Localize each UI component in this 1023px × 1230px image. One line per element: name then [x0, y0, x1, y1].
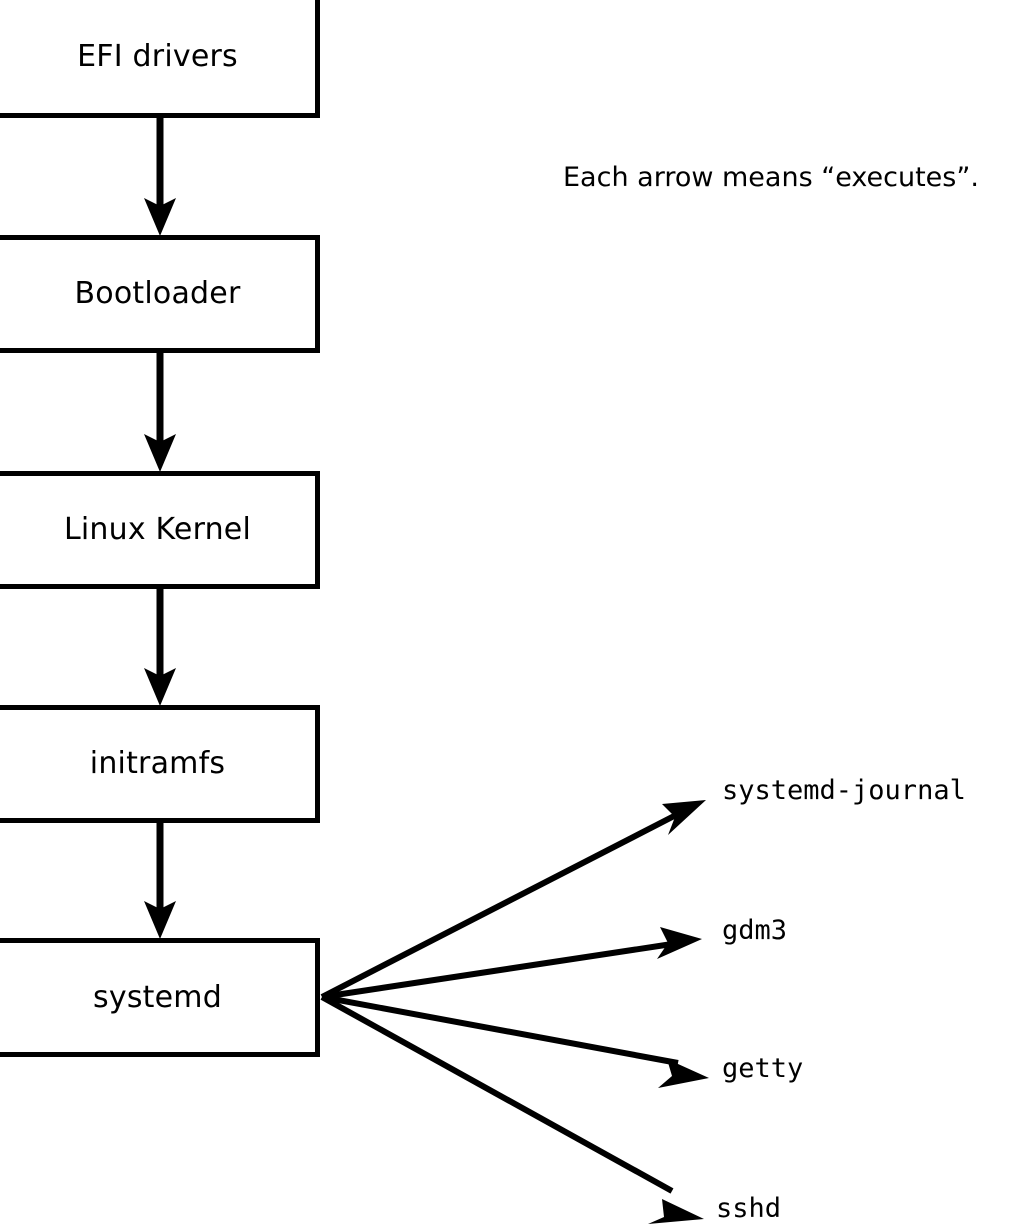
arrow-systemd-to-gdm3 — [321, 927, 702, 1000]
arrow-systemd-to-getty — [321, 994, 709, 1088]
arrow-systemd-to-systemd-journal — [320, 800, 706, 1000]
process-box-label: systemd — [93, 979, 222, 1015]
process-box-efi-drivers[interactable]: EFI drivers — [0, 0, 320, 118]
process-box-label: initramfs — [89, 746, 226, 781]
leaf-label-sshd[interactable]: sshd — [716, 1193, 782, 1224]
arrow-linux-kernel-to-initramfs — [144, 589, 176, 706]
leaf-label-getty[interactable]: getty — [722, 1053, 804, 1084]
legend-note: Each arrow means “executes”. — [563, 162, 979, 193]
arrow-initramfs-to-systemd — [144, 823, 176, 939]
process-box-label: EFI drivers — [77, 38, 238, 74]
arrow-bootloader-to-linux-kernel — [144, 353, 176, 472]
process-box-label: Bootloader — [74, 276, 241, 311]
leaf-label-systemd-journal[interactable]: systemd-journal — [722, 775, 966, 806]
process-box-label: Linux Kernel — [63, 512, 251, 547]
leaf-label-gdm3[interactable]: gdm3 — [722, 915, 788, 946]
arrow-systemd-to-sshd — [320, 994, 704, 1224]
process-box-bootloader[interactable]: Bootloader — [0, 235, 320, 353]
arrow-efi-drivers-to-bootloader — [144, 118, 176, 236]
process-box-initramfs[interactable]: initramfs — [0, 705, 320, 823]
process-box-systemd[interactable]: systemd — [0, 938, 320, 1057]
process-box-linux-kernel[interactable]: Linux Kernel — [0, 471, 320, 589]
